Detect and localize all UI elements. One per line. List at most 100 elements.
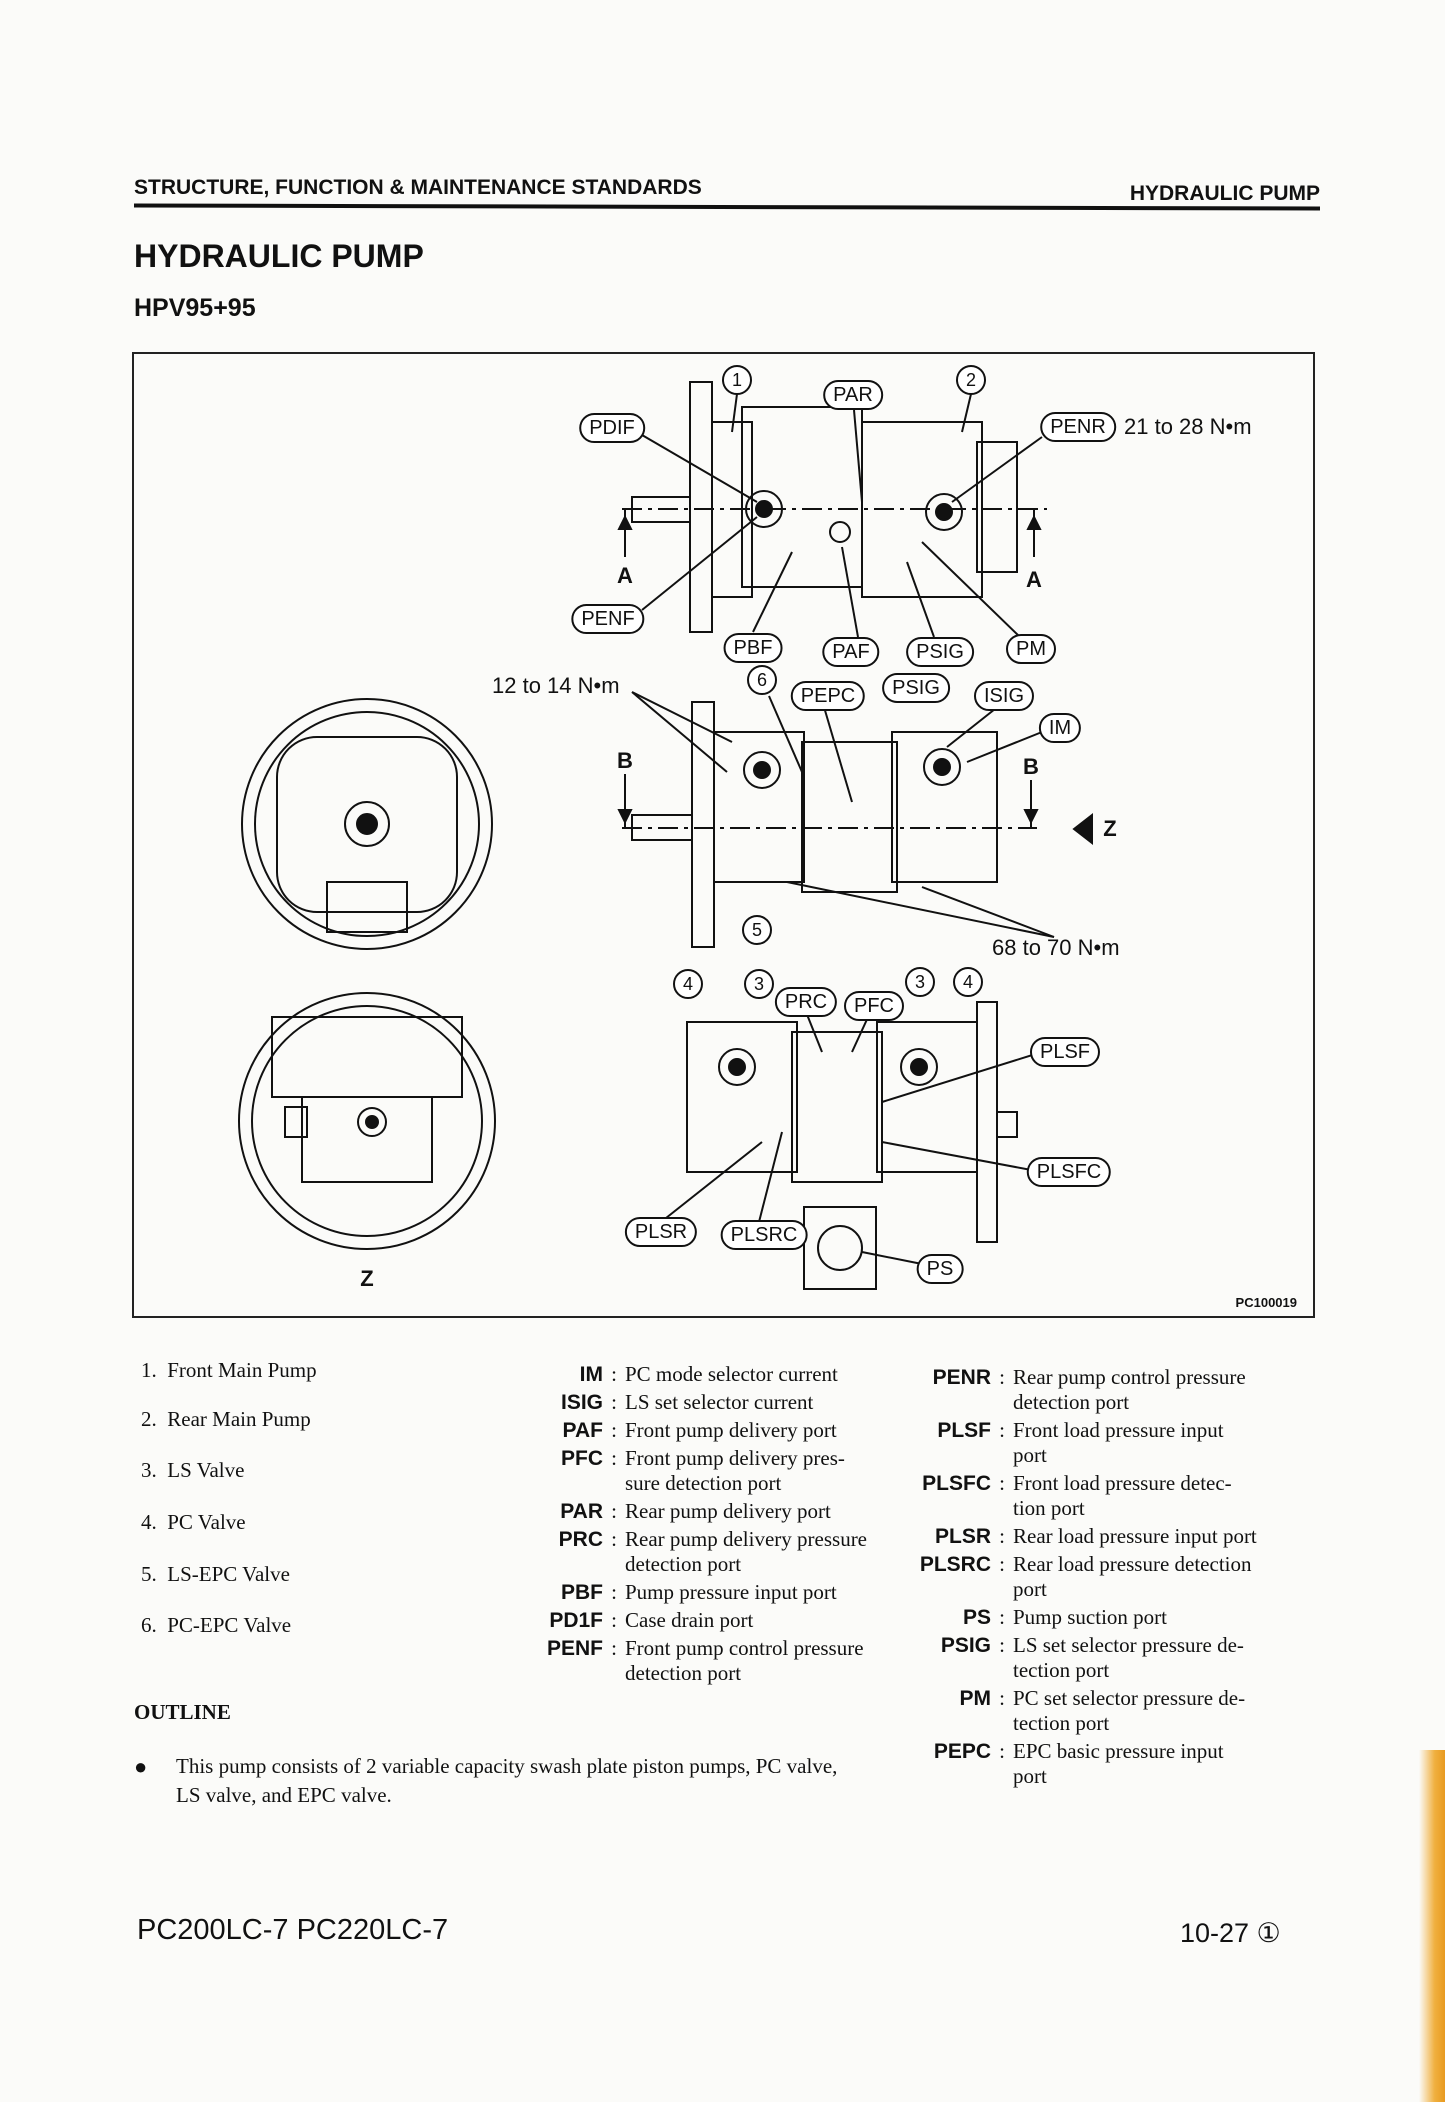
port-code: PAR: [560, 1500, 603, 1523]
port-code: PLSR: [934, 1525, 991, 1548]
page-edge: [1419, 1750, 1445, 2102]
port-description: EPC basic pressure input port: [1013, 1739, 1224, 1788]
legend-row: PSIG:LS set selector pressure de- tectio…: [911, 1633, 1244, 1683]
colon: :: [999, 1524, 1005, 1548]
port-description: Front load pressure detec- tion port: [1013, 1471, 1232, 1520]
label-par: PAR: [823, 380, 883, 410]
legend-row: PLSRC:Rear load pressure detection port: [911, 1552, 1252, 1602]
label-im: IM: [1038, 713, 1082, 743]
header-topic: HYDRAULIC PUMP: [1129, 182, 1320, 205]
legend-row: IM:PC mode selector current: [513, 1362, 838, 1387]
port-description: PC mode selector current: [625, 1362, 838, 1386]
colon: :: [999, 1686, 1005, 1710]
torque-penr: 21 to 28 N•m: [1124, 414, 1252, 439]
pump-drawing: [238, 381, 1093, 1290]
outline-text: This pump consists of 2 variable capacit…: [176, 1754, 838, 1807]
legend-row: PM: PC set selector pressure de- tection …: [911, 1686, 1246, 1736]
label-plsrc: PLSRC: [720, 1220, 808, 1250]
port-code: PENR: [932, 1366, 991, 1389]
legend-row: PAR: Rear pump delivery port: [513, 1499, 831, 1524]
colon: :: [611, 1499, 617, 1523]
port-code: PBF: [561, 1581, 603, 1604]
port-code: ISIG: [560, 1391, 603, 1414]
port-description: Front pump delivery pres- sure detection…: [625, 1446, 845, 1495]
legend-row: PBF: Pump pressure input port: [513, 1580, 837, 1605]
label-isig: ISIG: [973, 681, 1035, 711]
port-description: Rear pump control pressure detection por…: [1013, 1365, 1246, 1414]
port-description: Pump suction port: [1013, 1605, 1168, 1629]
colon: :: [999, 1365, 1005, 1389]
part-item: 3. LS Valve: [141, 1458, 245, 1482]
section-a-left: A: [617, 563, 633, 588]
label-pdif: PDIF: [579, 413, 645, 443]
label-plsr: PLSR: [624, 1217, 698, 1247]
section-b-left: B: [617, 748, 633, 773]
port-code: PRC: [558, 1528, 603, 1551]
callout-3-right: 3: [905, 967, 935, 997]
colon: :: [611, 1636, 617, 1660]
side-view-middle: [617, 691, 1093, 948]
colon: :: [999, 1633, 1005, 1657]
callout-3-left: 3: [744, 969, 774, 999]
legend-row: PS: Pump suction port: [911, 1605, 1167, 1630]
label-pbf: PBF: [723, 633, 783, 663]
port-code: PEPC: [933, 1740, 991, 1763]
bullet-icon: ●: [134, 1754, 148, 1779]
port-description: Case drain port: [625, 1608, 754, 1632]
legend-ports-right: PENR: Rear pump control pressure detectio…: [0, 0, 1445, 1788]
part-item: 6. PC-EPC Valve: [141, 1613, 292, 1637]
legend-row: PLSR: Rear load pressure input port: [911, 1524, 1257, 1549]
colon: :: [611, 1608, 617, 1632]
callout-6: 6: [747, 665, 777, 695]
colon: :: [999, 1418, 1005, 1442]
legend-row: PRC:Rear pump delivery pressure detectio…: [513, 1527, 867, 1577]
label-psig-top: PSIG: [906, 637, 974, 667]
port-description: PC set selector pressure de- tection por…: [1013, 1686, 1246, 1735]
label-penr: PENR: [1040, 412, 1116, 442]
port-code: PS: [962, 1606, 991, 1629]
colon: :: [611, 1580, 617, 1604]
legend-row: ISIG: LS set selector current: [513, 1390, 813, 1415]
legend-row: PD1F: Case drain port: [513, 1608, 753, 1633]
torque-lower: 68 to 70 N•m: [992, 935, 1120, 960]
port-description: Rear pump delivery pressure detection po…: [625, 1527, 868, 1576]
section-b-right: B: [1023, 754, 1039, 779]
colon: :: [611, 1390, 617, 1414]
view-z-label: Z: [360, 1266, 374, 1291]
part-item: 1. Front Main Pump: [141, 1358, 317, 1382]
callout-4-left: 4: [673, 969, 703, 999]
port-description: Pump pressure input port: [625, 1580, 837, 1604]
legend-row: PENR: Rear pump control pressure detectio…: [911, 1365, 1246, 1415]
model-subtitle: HPV95+95: [134, 294, 256, 322]
page-title: HYDRAULIC PUMP: [134, 238, 424, 274]
colon: :: [999, 1471, 1005, 1495]
colon: :: [611, 1418, 617, 1442]
port-code: PAF: [562, 1419, 603, 1442]
callout-2: 2: [956, 365, 986, 395]
callout-4-right: 4: [953, 967, 983, 997]
front-view-upper: [241, 698, 493, 950]
port-description: Rear load pressure detection port: [1013, 1552, 1252, 1601]
colon: :: [999, 1605, 1005, 1629]
legend-row: PAF: Front pump delivery port: [513, 1418, 837, 1443]
port-code: PD1F: [549, 1609, 603, 1632]
label-ps: PS: [916, 1254, 964, 1284]
port-description: Rear pump delivery port: [625, 1499, 831, 1523]
colon: :: [611, 1446, 617, 1470]
label-psig-mid: PSIG: [882, 673, 950, 703]
port-description: Rear load pressure input port: [1013, 1524, 1257, 1548]
footer-models: PC200LC-7 PC220LC-7: [137, 1914, 449, 1946]
label-pm: PM: [1006, 634, 1056, 664]
label-pepc: PEPC: [790, 681, 866, 711]
legend-row: PFC:Front pump delivery pres- sure detec…: [513, 1446, 845, 1496]
front-view-lower: [238, 992, 496, 1250]
port-description: LS set selector current: [625, 1390, 814, 1414]
label-pfc: PFC: [844, 991, 904, 1021]
port-description: Front pump delivery port: [625, 1418, 837, 1442]
colon: :: [611, 1362, 617, 1386]
label-plsfc: PLSFC: [1026, 1157, 1112, 1187]
port-code: PM: [959, 1687, 992, 1710]
part-item: 5. LS-EPC Valve: [141, 1562, 290, 1586]
colon: :: [999, 1552, 1005, 1576]
